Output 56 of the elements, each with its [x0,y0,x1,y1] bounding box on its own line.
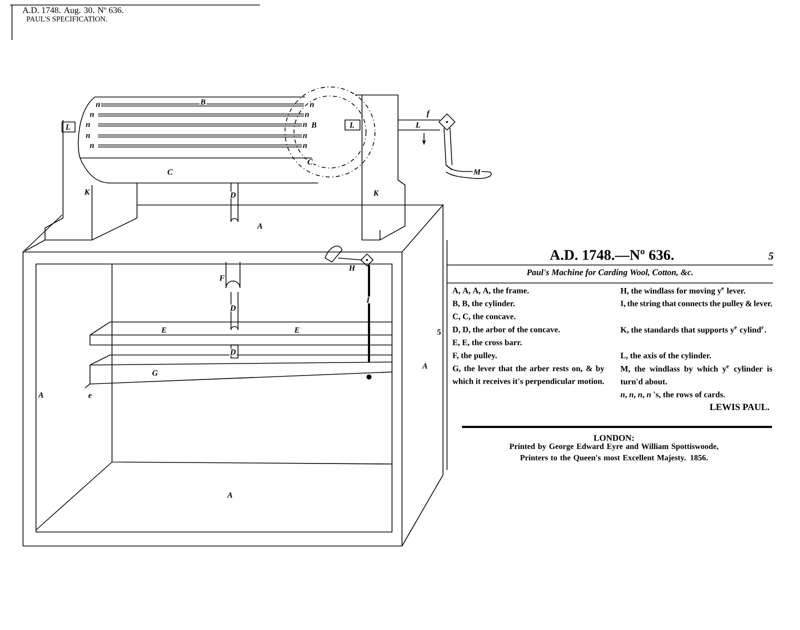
reference-letter: L [64,124,72,130]
key-entry: n, n, n, n 's, the rows of cards. [620,391,725,398]
reference-letter: L [348,122,356,128]
reference-letter: A [256,222,264,230]
key-entry: I, the string that connects the pulley & lever. [620,300,772,308]
reference-letter: G [151,370,159,376]
key-entry: B, B, the cylinder. [452,300,515,308]
reference-letter: I [366,296,370,304]
reference-letter: n [84,133,92,139]
key-entry: D, D, the arbor of the concave. [452,326,560,334]
reference-letter: B [200,98,206,106]
reference-letter: E [294,326,300,334]
reference-letter: n [302,143,308,149]
reference-letter: H [348,264,356,272]
key-entry: H, the windlass for moving y$^{e}$ lever. [620,287,746,296]
reference-letter: n [304,112,310,118]
reference-letter: B [310,122,318,128]
reference-letter: D [229,192,237,198]
key-entry: A, A, A, A, the frame. [452,287,529,294]
reference-letter: L [414,122,422,128]
reference-letter: n [84,122,92,128]
reference-letter: E [160,326,168,334]
reference-letter: A [38,392,44,398]
key-entry: M, the windlass by which y$^{e}$ cylinder is turn'd about. [620,365,772,384]
reference-letter: n [88,143,96,149]
imprint-heading: LONDON: [594,435,634,441]
reference-letter: e [87,393,93,399]
reference-letter: f [426,110,430,118]
key-entry: G, the lever that the arber rests on, & by which it receives it's perpendicular motion. [452,365,604,386]
reference-letter: C [306,158,314,166]
key-entry: K, the standards that supports y$^{e}$ cylind$^{r}$. [620,326,766,334]
reference-letter: D [229,304,237,312]
reference-letter: n [308,102,316,108]
reference-letter: K [372,190,380,196]
reference-letter: A [422,362,428,370]
line-number: 5 [437,329,441,335]
signature: LEWIS PAUL. [710,404,770,410]
key-entry: C, C, the concave. [452,313,516,320]
reference-letter: n [88,112,96,118]
reference-letter: C [166,168,174,176]
key-entry: E, E, the cross barr. [452,339,522,346]
reference-letter: n [302,133,308,139]
reference-letter: F [218,274,226,282]
imprint-text: Printed by George Edward Eyre and William Spottiswoode, Printers to the Queen's most Excellent Majesty. 1856. [510,443,718,462]
key-entry: L, the axis of the cylinder. [620,352,711,360]
reference-letter: n [94,102,102,108]
page-number: 5 [768,252,774,260]
header-text: A.D. 1748. Aug. 30. Nº 636. [22,7,124,15]
key-entry: F, the pulley. [452,352,497,360]
reference-letter: K [84,188,90,196]
subtitle: Paul's Machine for Carding Wool, Cotton, &c. [526,269,693,277]
reference-letter: D [229,348,237,356]
title: A.D. 1748.—Nº 636. [550,250,674,260]
reference-letter: n [302,122,308,128]
reference-letter: M [472,168,482,176]
reference-letter: A [226,492,234,498]
